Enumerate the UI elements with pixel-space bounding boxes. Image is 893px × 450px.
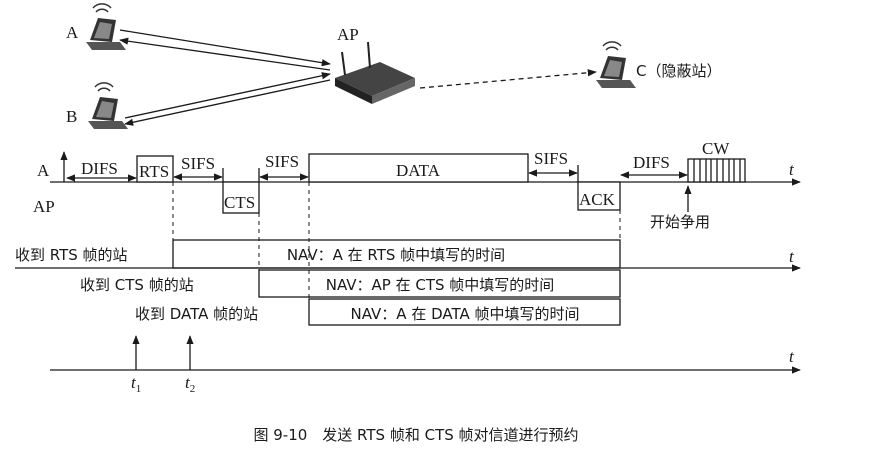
- nav-box-data: [308, 298, 621, 326]
- cts-frame: [222, 181, 260, 214]
- difs-label: DIFS: [81, 159, 118, 178]
- difs-label-2: DIFS: [633, 153, 670, 172]
- figure-caption: 图 9-10 发送 RTS 帧和 CTS 帧对信道进行预约: [253, 426, 578, 444]
- ack-frame: [577, 181, 621, 211]
- rts-label: RTS: [139, 162, 169, 181]
- link-arrows: [119, 29, 597, 126]
- nav-text-data: NAV：A 在 DATA 帧中填写的时间: [351, 305, 580, 323]
- station-b-label: B: [66, 107, 77, 126]
- rts-frame: [136, 155, 174, 183]
- nav-box-rts: [172, 239, 621, 269]
- sifs-label-1: SIFS: [181, 154, 215, 173]
- station-b-laptop-icon: [87, 82, 129, 130]
- station-c-label: C（隐蔽站）: [636, 62, 721, 80]
- nav-receiver-data: 收到 DATA 帧的站: [135, 305, 258, 323]
- nav-receiver-cts: 收到 CTS 帧的站: [80, 276, 194, 294]
- nav-text-rts: NAV：A 在 RTS 帧中填写的时间: [287, 246, 505, 264]
- row-ap-label: AP: [33, 197, 55, 216]
- cts-label: CTS: [224, 193, 255, 212]
- data-frame: [308, 153, 529, 183]
- ack-label: ACK: [579, 190, 616, 209]
- contention-start-label: 开始争用: [650, 213, 710, 231]
- cw-label: CW: [702, 139, 730, 158]
- contention-window: [687, 158, 746, 183]
- row-a-label: A: [37, 161, 50, 180]
- axis-t-label-2: t: [789, 247, 795, 266]
- sifs-label-3: SIFS: [534, 149, 568, 168]
- t2-label: t2: [185, 373, 195, 395]
- axis-t-label: t: [789, 160, 795, 179]
- station-a-laptop-icon: [85, 3, 127, 51]
- station-c-laptop-icon: [595, 41, 637, 89]
- data-label: DATA: [396, 161, 441, 180]
- axis-t-label-3: t: [789, 347, 795, 366]
- station-a-label: A: [66, 23, 79, 42]
- t1-label: t1: [131, 373, 141, 395]
- access-point-label: AP: [337, 25, 359, 44]
- access-point-router-icon: [335, 41, 415, 104]
- alignment-guides: [172, 182, 621, 300]
- nav-text-cts: NAV：AP 在 CTS 帧中填写的时间: [326, 276, 555, 294]
- sifs-label-2: SIFS: [265, 152, 299, 171]
- nav-receiver-rts: 收到 RTS 帧的站: [15, 246, 128, 264]
- nav-box-cts: [258, 269, 621, 298]
